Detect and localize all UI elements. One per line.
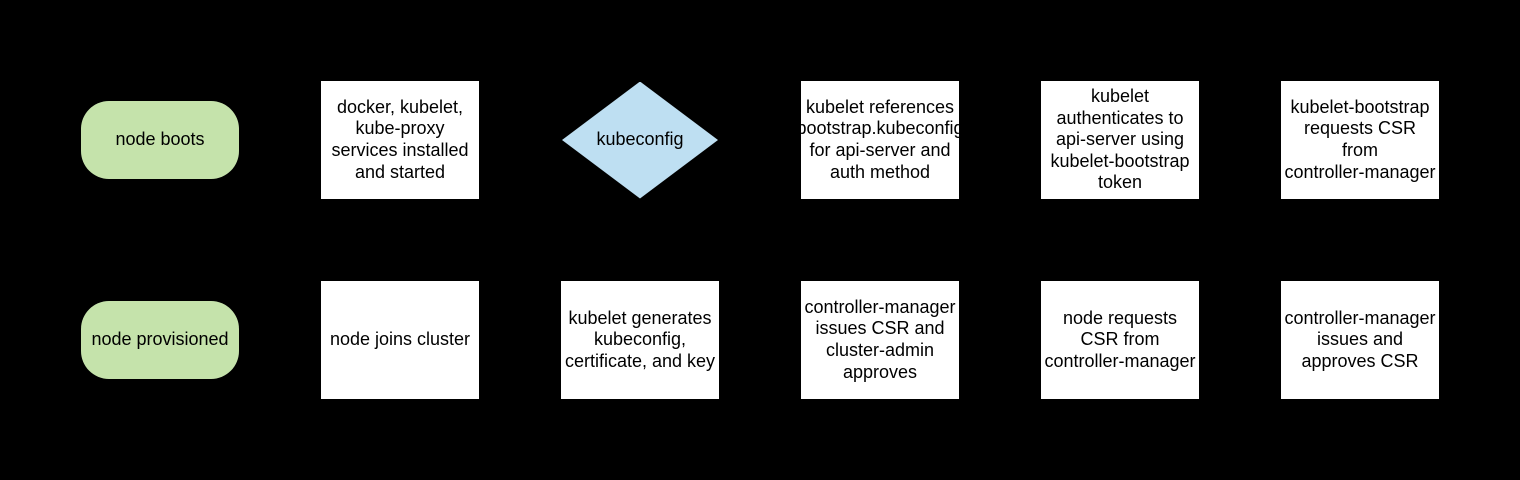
node-label: controller-manager issues CSR and cluste… [804, 296, 956, 382]
decision-kubeconfig: kubeconfig [562, 81, 718, 199]
terminal-node-provisioned: node provisioned [81, 301, 239, 379]
node-label: node provisioned [91, 329, 229, 350]
process-node-joins-cluster: node joins cluster [321, 281, 479, 399]
process-kubelet-authenticates: kubelet authenticates to api-server usin… [1041, 81, 1199, 199]
node-label: kubelet-bootstrap requests CSR from cont… [1284, 96, 1436, 182]
node-label: kubeconfig [596, 129, 684, 150]
process-kubelet-bootstrap-requests-csr: kubelet-bootstrap requests CSR from cont… [1281, 81, 1439, 199]
node-label: node joins cluster [329, 329, 471, 350]
process-kubelet-references-bootstrap: kubelet references bootstrap.kubeconfig … [801, 81, 959, 199]
node-label: kubelet authenticates to api-server usin… [1050, 86, 1190, 193]
process-cm-issues-csr-admin-approves: controller-manager issues CSR and cluste… [801, 281, 959, 399]
process-node-requests-csr: node requests CSR from controller-manage… [1041, 281, 1199, 399]
node-label: docker, kubelet, kube-proxy services ins… [331, 96, 469, 182]
process-kubelet-generates-kubeconfig: kubelet generates kubeconfig, certificat… [561, 281, 719, 399]
terminal-node-boots: node boots [81, 101, 239, 179]
node-label: kubelet references bootstrap.kubeconfig … [801, 96, 959, 182]
node-label: kubelet generates kubeconfig, certificat… [564, 307, 716, 371]
process-services-installed: docker, kubelet, kube-proxy services ins… [321, 81, 479, 199]
node-label: controller-manager issues and approves C… [1284, 307, 1436, 371]
process-cm-issues-and-approves-csr: controller-manager issues and approves C… [1281, 281, 1439, 399]
node-label: node requests CSR from controller-manage… [1044, 307, 1196, 371]
node-label: node boots [115, 129, 205, 150]
